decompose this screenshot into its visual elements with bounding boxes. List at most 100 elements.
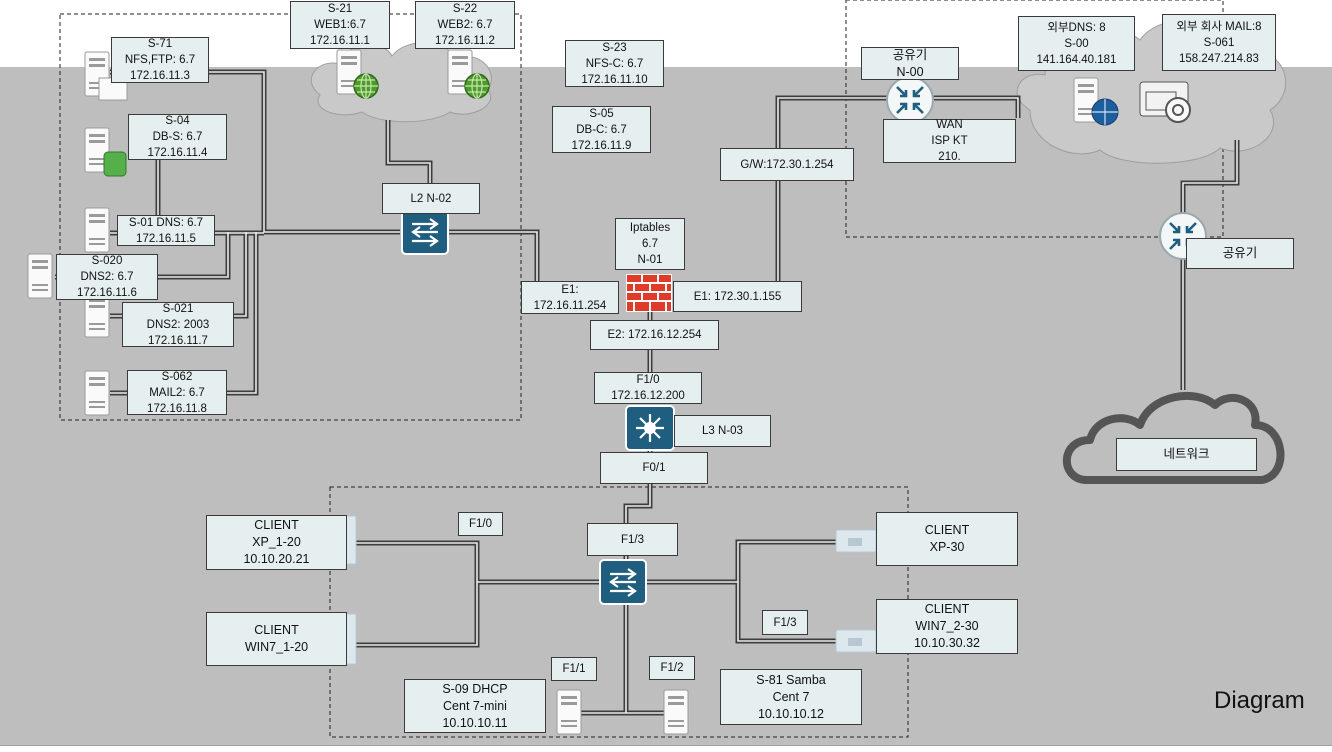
text: ISP KT [931,135,968,147]
text: Cent 7 [772,689,810,704]
text: 158.247.214.83 [1179,52,1259,65]
text: 141.164.40.181 [1036,53,1117,66]
text: F1/0 [636,374,660,386]
text: 10.10.30.32 [913,636,981,650]
server-s062-icon [84,370,110,416]
text: XP-30 [929,540,965,554]
dhcp-server-icon [556,689,582,735]
text: WAN [936,119,963,131]
text: 172.16.11.6 [77,287,137,299]
label-port-f11: F1/1 [551,657,597,681]
text: DB-C: 6.7 [576,123,627,136]
text: S-05 [589,107,614,120]
text: NFS,FTP: 6.7 [124,54,196,66]
text: WIN7_2-30 [915,619,979,633]
text: 10.10.20.21 [243,552,310,566]
label-f01: F0/1 [600,452,708,484]
label-l2-switch: L2 N-02 [382,183,480,214]
label-l3-switch: L3 N-03 [674,415,771,447]
text: WIN7_1-20 [244,640,309,654]
l3-switch-icon [625,405,675,451]
text: CLIENT [254,518,299,532]
text: CLIENT [924,602,970,616]
client-xp30-pc-icon [835,529,877,553]
label-f10-l3: F1/0 172.16.12.200 [594,372,702,404]
text: F1/3 [620,533,644,546]
text: L2 N-02 [410,192,452,205]
text: S-062 [161,370,193,383]
text: S-061 [1203,36,1235,49]
text: Cent 7-mini [443,698,507,713]
text: 외부DNS: 8 [1047,21,1106,34]
internet-cloud [1062,391,1285,484]
label-port-f10: F1/0 [458,512,503,536]
label-router: 공유기 [1186,238,1294,269]
text: S-020 [91,255,123,267]
text: S-23 [602,41,627,54]
external-mail-server-icon [1139,81,1191,123]
text: F0/1 [642,462,666,474]
text: 172.16.11.2 [435,35,495,47]
label-port-f13-client: F1/3 [762,610,808,635]
text: 6.7 [642,238,658,250]
text: 172.16.12.200 [611,390,685,402]
text: 172.16.11.8 [147,402,207,415]
text: CLIENT [924,523,970,537]
text: F1/3 [773,616,797,629]
l2-switch-icon [400,208,450,256]
label-s09-dhcp: S-09 DHCP Cent 7-mini 10.10.10.11 [404,679,546,733]
text: S-22 [452,3,478,15]
text: CLIENT [254,623,299,637]
text: 10.10.10.11 [442,715,508,730]
text: DB-S: 6.7 [152,131,203,143]
label-client-xp30: CLIENT XP-30 [876,512,1018,566]
label-port-f12: F1/2 [649,656,695,680]
text: 172.16.11.3 [130,70,190,82]
text: 172.16.11.4 [147,147,208,159]
text: F1/0 [468,518,492,530]
bottom-edge [0,745,1332,752]
text: WEB1:6.7 [314,19,366,31]
text: DNS2: 6.7 [80,271,134,283]
text: 172.16.11.5 [136,232,196,245]
server-s04-icon [84,127,127,177]
text: 172.16.11.9 [571,139,632,152]
text: 172.16.11.10 [581,73,648,86]
wan-zone-boundary [845,0,1224,238]
text: F1/1 [562,663,586,675]
text: L3 N-03 [702,425,743,437]
text: N-01 [637,254,663,266]
text: DNS2: 2003 [146,318,210,331]
text: E1: 172.30.1.155 [693,290,782,303]
text: 외부 회사 MAIL:8 [1176,20,1262,33]
text: E2: 172.16.12.254 [607,329,702,341]
server-s020-icon [27,253,53,299]
text: 공유기 [1222,246,1258,260]
label-client-win730: CLIENT WIN7_2-30 10.10.30.32 [876,599,1018,654]
text: S-71 [147,38,173,50]
text: G/W:172.30.1.254 [740,158,834,171]
samba-server-icon [663,689,689,735]
text: S-21 [327,3,353,15]
text: WEB2: 6.7 [437,19,493,31]
text: S-09 DHCP [442,681,508,696]
text: 172.16.11.254 [533,299,607,312]
router-n00-icon [885,75,935,125]
label-client-win720: CLIENT WIN7_1-20 [206,612,347,666]
label-network: 네트워크 [1116,438,1257,471]
firewall-icon [626,274,672,312]
